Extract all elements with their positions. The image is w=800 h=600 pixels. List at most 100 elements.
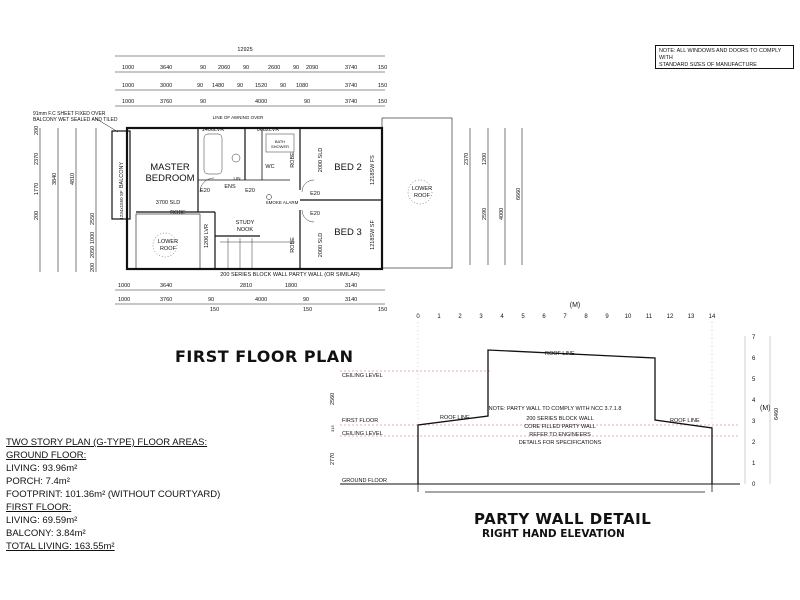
dim-label: 3740 (345, 65, 357, 71)
roof-line-right-label: ROOF LINE (670, 418, 700, 424)
ceiling-level-label: CEILING LEVEL (342, 431, 383, 437)
party-wall-detail-title: PARTY WALL DETAIL (474, 510, 652, 528)
party-wall-note-5: DETAILS FOR SPECIFICATIONS (519, 440, 602, 446)
bottom-dims-row3: 150 150 150 (210, 307, 387, 313)
dim-label: 90 (304, 99, 310, 105)
window-sld-3: 2000 SLD (318, 233, 324, 257)
party-wall-note-2: 200 SERIES BLOCK WALL (526, 416, 593, 422)
lower-roof-right-label-2: ROOF (414, 193, 431, 199)
ground-floor-label: GROUND FLOOR (342, 478, 387, 484)
linen-label: LIN (233, 176, 240, 181)
door-swing-1 (199, 177, 215, 193)
door-e20-b: E20 (245, 188, 255, 194)
dim-label: 150 (378, 307, 387, 313)
first-floor-plan-title: FIRST FLOOR PLAN (175, 347, 354, 366)
window-sld-2: 2000 SLD (318, 148, 324, 172)
dim-label: 1520 (255, 83, 267, 89)
party-wall-note: NOTE: PARTY WALL TO COMPLY WITH NCC 3.7.… (489, 406, 622, 446)
room-study-label: STUDY (236, 220, 255, 226)
dim-label: 90 (197, 83, 203, 89)
dim-label: 2370 (464, 153, 470, 165)
y-tick: 7 (752, 335, 756, 341)
x-tick: 8 (584, 314, 588, 320)
x-tick: 6 (542, 314, 546, 320)
floor-areas-block: TWO STORY PLAN (G-TYPE) FLOOR AREAS: GRO… (6, 436, 220, 553)
dim-label: 1000 (118, 283, 130, 289)
door-swing-2 (301, 179, 315, 193)
y-tick: 6 (752, 356, 756, 362)
dim-315: 315 (330, 425, 335, 432)
y-tick: 3 (752, 419, 756, 425)
dim-label: 200 (34, 211, 40, 220)
x-tick: 2 (458, 314, 462, 320)
dim-label: 90 (200, 65, 206, 71)
note-line-2: STANDARD SIZES OF MANUFACTURE (659, 62, 757, 68)
room-bed3-label: BED 3 (334, 227, 361, 238)
dim-label: 150 (378, 99, 387, 105)
x-tick: 14 (709, 314, 716, 320)
dim-label: 4000 (255, 99, 267, 105)
dim-label: 1200 (482, 153, 488, 165)
balcony-outline (111, 130, 131, 220)
room-nook-label: NOOK (237, 227, 254, 233)
dim-label: 150 (378, 65, 387, 71)
dim-label: 3840 (52, 173, 58, 185)
dim-label: 2370 (34, 153, 40, 165)
window-aw-1: 1218SW FS (370, 155, 376, 185)
dim-label: 4000 (255, 297, 267, 303)
room-robe2-label: ROBE (290, 152, 296, 168)
dim-label: 200 (90, 263, 96, 272)
room-robe-label: ROBE (170, 210, 186, 216)
dim-label: 1000 (122, 65, 134, 71)
areas-heading: TWO STORY PLAN (G-TYPE) FLOOR AREAS: (6, 437, 208, 448)
areas-porch: PORCH: 7.4m² (6, 476, 70, 487)
dim-label: 3760 (160, 99, 172, 105)
lower-roof-left-label-2: ROOF (160, 246, 177, 252)
bottom-dims-row2: 1000 3760 90 4000 90 3140 (118, 297, 357, 303)
x-tick: 9 (605, 314, 609, 320)
room-balcony-label: BALCONY (119, 162, 125, 189)
dim-label: 3140 (345, 283, 357, 289)
x-tick: 13 (688, 314, 695, 320)
dim-label: 1000 (90, 232, 96, 244)
dim-label: 1000 (118, 297, 130, 303)
dim-label: 90 (243, 65, 249, 71)
areas-living: LIVING: 93.96m² (6, 463, 78, 474)
dim-label: 6660 (516, 188, 522, 200)
dim-label: 3640 (160, 283, 172, 289)
areas-first-floor: FIRST FLOOR: (6, 502, 72, 513)
dim-label: 2590 (482, 208, 488, 220)
window-sld-1: 3700 SLD (156, 200, 180, 206)
door-e20-a: E20 (200, 188, 210, 194)
window-lvr-3: 1206 LVR (204, 224, 210, 248)
dim-label: 90 (293, 65, 299, 71)
roof-line-label: ROOF LINE (545, 351, 575, 357)
x-tick: 5 (521, 314, 525, 320)
dim-6460: 6460 (774, 408, 780, 420)
lower-roof-left (135, 213, 201, 270)
x-tick: 3 (479, 314, 483, 320)
bath-label: BATH (275, 139, 285, 144)
top-dims-row2: 1000 3000 90 1480 90 1520 90 1080 3740 1… (122, 83, 387, 89)
dim-label: 1000 (122, 83, 134, 89)
dim-label: 90 (208, 297, 214, 303)
top-dims-row1: 1000 3640 90 2060 90 2600 90 2090 3740 1… (122, 65, 387, 71)
x-tick: 1 (437, 314, 441, 320)
x-tick: 7 (563, 314, 567, 320)
x-tick: 0 (416, 314, 420, 320)
room-ens-label: ENS (224, 184, 236, 190)
top-dims-row3: 1000 3760 90 4000 90 3740 150 (122, 99, 387, 105)
lower-roof-left-symbol (152, 232, 178, 258)
dim-label: 150 (210, 307, 219, 313)
x-axis-unit: (M) (570, 302, 581, 309)
dim-label: 150 (303, 307, 312, 313)
areas-living-2: LIVING: 69.59m² (6, 515, 78, 526)
dim-label: 150 (378, 83, 387, 89)
dim-label: 2060 (218, 65, 230, 71)
dim-overall: 12925 (237, 47, 252, 53)
door-e20-d: E20 (310, 211, 320, 217)
left-dims: 200 2370 1770 200 3840 4810 2550 1000 20… (34, 126, 96, 272)
